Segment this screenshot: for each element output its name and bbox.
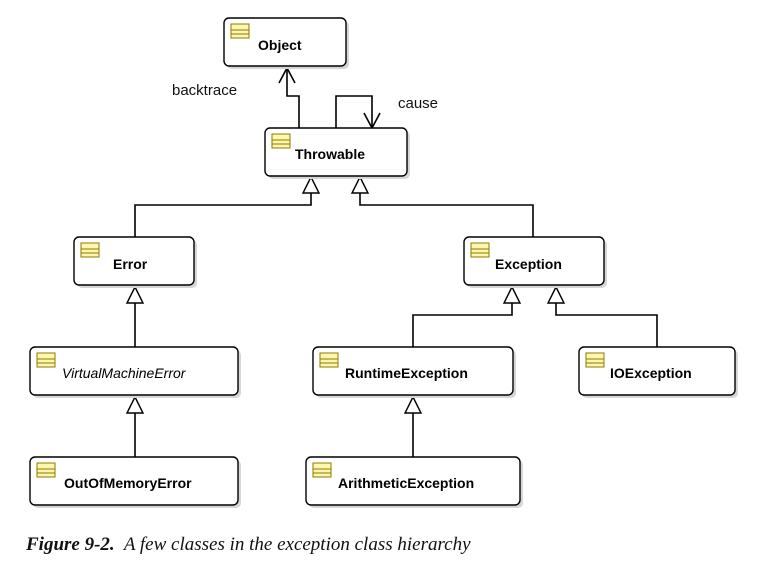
class-icon (80, 242, 100, 258)
oom-generalization-head (125, 395, 145, 414)
class-box-exception[interactable]: Exception (463, 236, 607, 288)
class-box-throwable[interactable]: Throwable (264, 127, 410, 179)
class-icon (312, 462, 332, 478)
class-icon (470, 242, 490, 258)
exception-generalization-head (350, 175, 370, 194)
class-name-arithmetic-exception: ArithmeticException (338, 475, 474, 491)
class-icon (319, 352, 339, 368)
backtrace-label: backtrace (172, 82, 237, 99)
figure-number: Figure 9-2. (26, 534, 115, 555)
runtime-exception-generalization-head (502, 285, 522, 304)
class-box-arithmetic-exception[interactable]: ArithmeticException (305, 456, 523, 508)
class-box-out-of-memory-error[interactable]: OutOfMemoryError (29, 456, 241, 508)
class-icon (585, 352, 605, 368)
class-icon (271, 133, 291, 149)
error-generalization-head (301, 175, 321, 194)
figure-caption: Figure 9-2. A few classes in the excepti… (26, 534, 471, 556)
class-name-object: Object (258, 37, 302, 53)
backtrace-association-line (286, 68, 300, 128)
class-name-exception: Exception (495, 256, 562, 272)
class-icon (36, 462, 56, 478)
arithmetic-generalization-head (403, 395, 423, 414)
class-name-runtime-exception: RuntimeException (345, 365, 468, 381)
cause-association-line (335, 95, 373, 128)
edges (125, 66, 658, 457)
class-icon (36, 352, 56, 368)
class-icon (230, 23, 250, 39)
error-generalization-line (134, 193, 312, 237)
class-name-io-exception: IOException (610, 365, 692, 381)
class-box-object[interactable]: Object (223, 17, 349, 69)
class-box-virtual-machine-error[interactable]: VirtualMachineError (29, 346, 241, 398)
io-exception-generalization-head (546, 285, 566, 304)
class-name-throwable: Throwable (295, 146, 365, 162)
class-name-error: Error (113, 256, 148, 272)
class-box-error[interactable]: Error (73, 236, 197, 288)
runtime-exception-generalization-line (412, 303, 513, 347)
vm-error-generalization-head (125, 285, 145, 304)
class-box-io-exception[interactable]: IOException (578, 346, 738, 398)
cause-label: cause (398, 95, 438, 112)
figure-caption-text: A few classes in the exception class hie… (123, 534, 471, 555)
class-box-runtime-exception[interactable]: RuntimeException (312, 346, 516, 398)
class-name-virtual-machine-error: VirtualMachineError (62, 365, 187, 381)
exception-generalization-line (359, 193, 534, 237)
io-exception-generalization-line (555, 303, 658, 347)
class-name-out-of-memory-error: OutOfMemoryError (64, 475, 192, 491)
